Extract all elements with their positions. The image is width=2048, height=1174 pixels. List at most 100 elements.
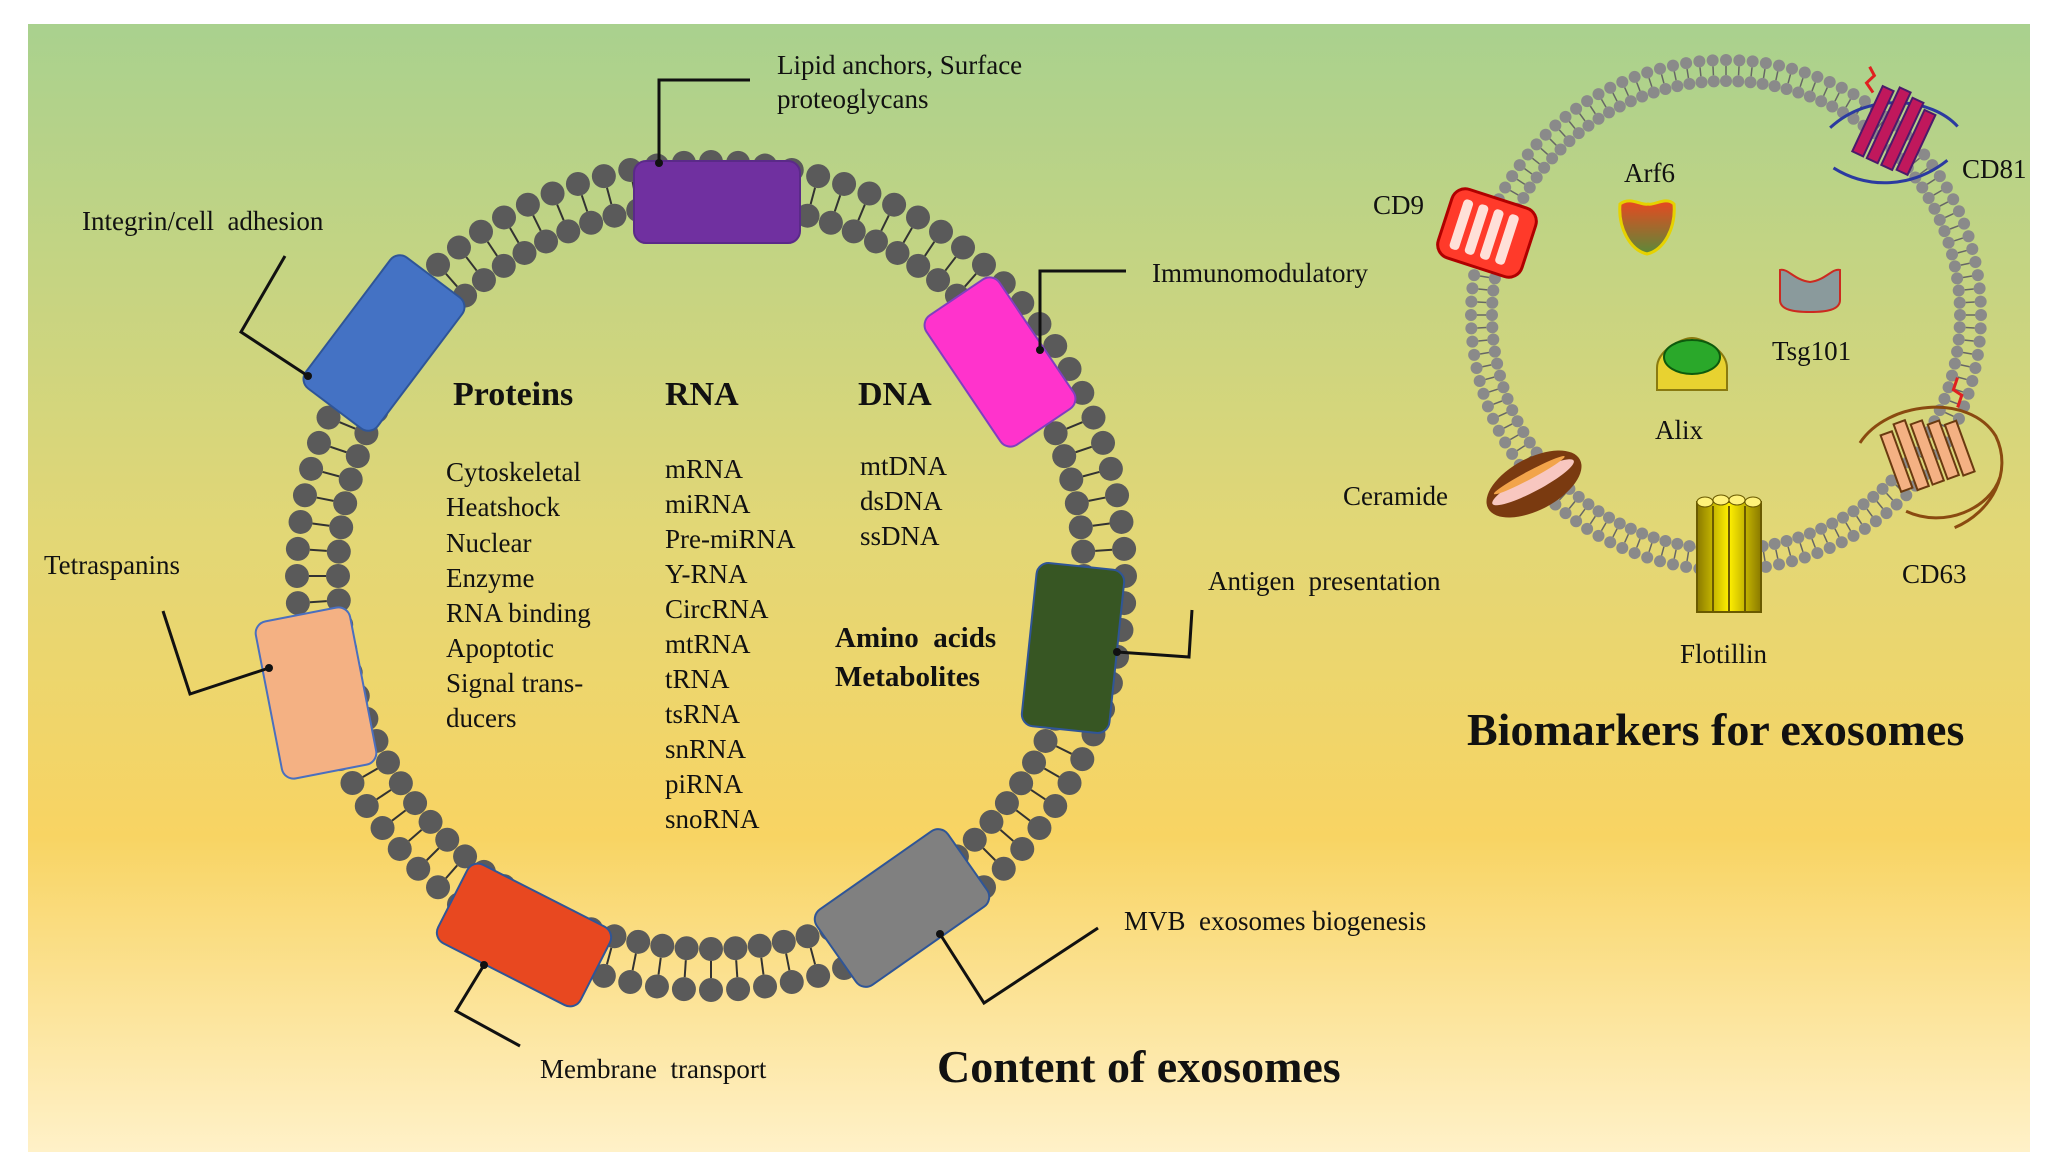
- lipid-head: [753, 974, 778, 999]
- lipid-head: [1835, 536, 1848, 549]
- lipid-head: [1582, 119, 1595, 132]
- lipid-head: [1958, 217, 1971, 230]
- lipid-tail: [1673, 549, 1677, 559]
- lipid-head: [1671, 80, 1684, 93]
- lipid-head: [1572, 127, 1585, 140]
- lipid-head: [1952, 284, 1965, 297]
- protein-item: Heatshock: [446, 492, 560, 522]
- lipid-tail: [391, 809, 407, 822]
- lipid-head: [1922, 192, 1935, 204]
- lipid-head: [1952, 205, 1965, 218]
- metabolites-label: Metabolites: [835, 661, 980, 693]
- membrane-transport-label: Membrane transport: [540, 1054, 767, 1084]
- lipid-tail: [657, 957, 662, 975]
- lipid-head: [1940, 181, 1953, 194]
- rna-item: snoRNA: [665, 804, 760, 834]
- lipid-tail: [1478, 339, 1488, 342]
- lipid-head: [375, 750, 400, 775]
- flotillin-label: Flotillin: [1680, 639, 1768, 669]
- lipid-tail: [445, 273, 458, 288]
- lipid-head: [1847, 505, 1860, 518]
- lipid-head: [1523, 181, 1536, 194]
- proteins-column: Proteins Cytoskeletal Heatshock Nuclear …: [446, 376, 591, 733]
- lipid-tail: [735, 960, 739, 978]
- lipid-head: [1465, 322, 1478, 335]
- lipid-head: [1973, 335, 1986, 348]
- protein-item: RNA binding: [446, 598, 591, 628]
- lipid-head: [1521, 148, 1534, 161]
- lipid-head: [1033, 728, 1058, 753]
- tsg101-shape: [1779, 268, 1841, 314]
- lipid-head: [1523, 436, 1536, 449]
- lipid-tail: [465, 256, 478, 272]
- lipid-head: [1759, 57, 1772, 70]
- lipid-head: [857, 181, 882, 206]
- lipid-head: [1064, 491, 1089, 516]
- lipid-head: [1022, 750, 1047, 775]
- callout-lines: [161, 78, 1194, 1048]
- lipid-head: [306, 430, 331, 455]
- lipid-head: [962, 827, 987, 852]
- lipid-tail: [1686, 68, 1690, 79]
- lipid-tail: [1787, 546, 1792, 556]
- lipid-head: [1969, 255, 1982, 268]
- lipid-head: [326, 539, 351, 564]
- lipid-head: [1946, 248, 1959, 261]
- dna-item: ssDNA: [860, 521, 940, 551]
- lipid-head: [1530, 171, 1543, 184]
- lipid-head: [882, 192, 907, 217]
- lipid-tail: [445, 864, 458, 879]
- rna-column: RNA mRNA miRNA Pre-miRNA Y-RNA CircRNA m…: [665, 376, 796, 834]
- rna-item: Y-RNA: [665, 559, 748, 589]
- lipid-head: [699, 978, 723, 1002]
- lipid-head: [1559, 110, 1572, 123]
- lipid-head: [1759, 560, 1772, 573]
- membrane-proteins: [254, 160, 1126, 1008]
- lipid-head: [1916, 181, 1929, 194]
- lipid-head: [602, 203, 627, 228]
- lipid-tail: [1962, 275, 1973, 279]
- lipid-head: [991, 856, 1016, 881]
- lipid-tail: [1673, 71, 1677, 81]
- lipid-head: [1549, 119, 1562, 132]
- lipid-head: [1948, 357, 1961, 370]
- lipid-head: [699, 937, 723, 961]
- lipid-tail: [426, 847, 440, 861]
- lipid-head: [1628, 547, 1641, 560]
- lipid-head: [1043, 421, 1068, 446]
- lipid-head: [1858, 95, 1871, 108]
- mvb-leader: [938, 926, 1099, 1006]
- lipid-head: [885, 240, 910, 265]
- lipid-tail: [1845, 98, 1852, 108]
- lipid-tail: [1479, 275, 1490, 279]
- lipid-head: [426, 252, 451, 277]
- lipid-head: [1938, 392, 1951, 405]
- lipid-tail: [1636, 538, 1641, 548]
- lipid-tail: [1811, 82, 1816, 92]
- lipid-head: [1636, 90, 1649, 103]
- lipid-tail: [1648, 543, 1653, 553]
- lipid-tail: [1558, 129, 1566, 138]
- lipid-head: [1938, 225, 1951, 238]
- lipid-head: [1105, 483, 1130, 508]
- dna-heading: DNA: [858, 376, 932, 413]
- lipid-head: [1746, 55, 1759, 68]
- lipid-head: [926, 268, 951, 293]
- lipid-tail: [1485, 376, 1495, 381]
- lipid-head: [1081, 405, 1106, 430]
- lipid-head: [1680, 560, 1693, 573]
- lipid-head: [1785, 555, 1798, 568]
- lipid-tail: [1066, 421, 1083, 430]
- lipid-head: [1773, 558, 1786, 571]
- immunomodulatory-label: Immunomodulatory: [1152, 258, 1368, 288]
- lipid-tail: [1624, 87, 1630, 97]
- lipid-head: [1581, 95, 1594, 108]
- lipid-head: [1951, 345, 1964, 358]
- lipid-head: [1811, 70, 1824, 83]
- lipid-tail: [1600, 98, 1607, 108]
- lipid-tail: [1612, 528, 1618, 538]
- lipid-head: [565, 171, 590, 196]
- lipid-head: [1492, 424, 1505, 437]
- lipid-head: [1826, 100, 1839, 113]
- cd9-protein: [1436, 187, 1538, 279]
